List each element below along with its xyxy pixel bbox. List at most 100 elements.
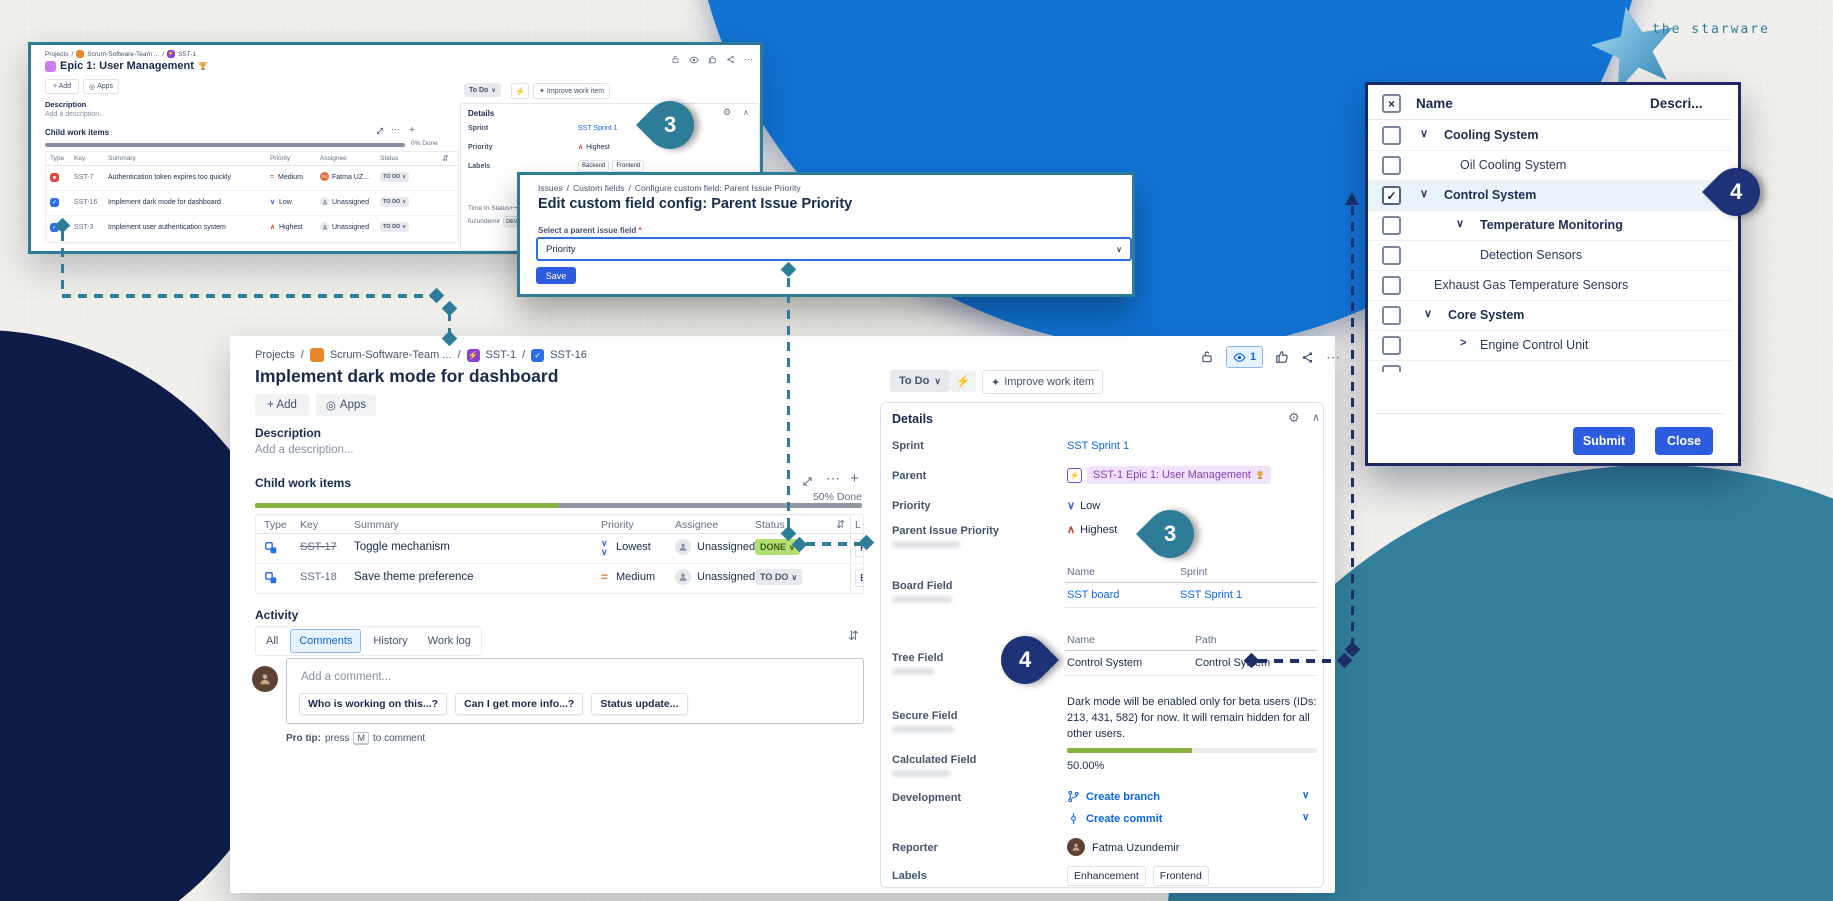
chevron-down-icon[interactable]: ∨: [1420, 128, 1429, 140]
tab-comments[interactable]: Comments: [290, 629, 362, 653]
lock-icon[interactable]: [1200, 350, 1214, 364]
row-checkbox[interactable]: [1382, 336, 1401, 355]
row-key[interactable]: SST-3: [74, 224, 94, 231]
status-lozenge[interactable]: TO DO∨: [380, 197, 409, 207]
share-icon[interactable]: [1301, 351, 1314, 364]
collapse-icon[interactable]: ∧: [1312, 412, 1321, 424]
sprint-value[interactable]: SST Sprint 1: [1067, 440, 1130, 452]
status-button[interactable]: To Do∨: [464, 83, 501, 97]
select-all-checkbox[interactable]: ×: [1382, 94, 1401, 113]
row-checkbox[interactable]: [1382, 365, 1401, 372]
tree-row-exhaust-gas[interactable]: Exhaust Gas Temperature Sensors: [1368, 270, 1732, 301]
breadcrumb-projects[interactable]: Projects: [255, 349, 295, 361]
chevron-down-icon[interactable]: ∨: [1424, 308, 1433, 320]
watch-icon[interactable]: [689, 55, 699, 65]
chevron-right-icon[interactable]: >: [1460, 337, 1467, 349]
tree-node-label[interactable]: Temperature Monitoring: [1480, 218, 1623, 232]
more-icon[interactable]: ⋯: [1326, 348, 1341, 365]
description-placeholder[interactable]: Add a description...: [45, 111, 105, 118]
sort-icon[interactable]: ⇵: [836, 519, 846, 531]
status-lozenge[interactable]: DONE∨: [755, 539, 800, 555]
tree-name-value[interactable]: Control System: [1067, 657, 1143, 669]
tab-worklog[interactable]: Work log: [427, 635, 471, 647]
label-chip[interactable]: Back: [855, 569, 863, 587]
collapse-icon[interactable]: ∧: [743, 108, 749, 117]
label-chip[interactable]: Frontend: [612, 160, 645, 172]
close-button[interactable]: Close: [1655, 427, 1713, 455]
table-row[interactable]: SST-18 Save theme preference = Medium Un…: [256, 563, 863, 593]
save-button[interactable]: Save: [536, 267, 576, 284]
board-sprint-value[interactable]: SST Sprint 1: [1180, 589, 1243, 601]
row-summary[interactable]: Save theme preference: [354, 571, 474, 583]
label-chip[interactable]: Frontend: [1152, 866, 1209, 886]
row-checkbox[interactable]: [1382, 306, 1401, 325]
create-branch-link[interactable]: Create branch: [1086, 790, 1160, 803]
comment-placeholder[interactable]: Add a comment...: [301, 671, 392, 683]
row-checkbox[interactable]: [1382, 156, 1401, 175]
breadcrumb-project[interactable]: Scrum-Software-Team ...: [87, 50, 160, 58]
row-summary[interactable]: Implement user authentication system: [108, 224, 226, 231]
breadcrumb-projects[interactable]: Projects: [45, 50, 69, 58]
automation-button[interactable]: ⚡: [511, 83, 529, 99]
chevron-down-icon[interactable]: ∨: [1456, 218, 1465, 230]
tree-row-core-system[interactable]: ∨ Core System: [1368, 300, 1732, 331]
apps-button[interactable]: ◎Apps: [316, 394, 376, 416]
expand-icon[interactable]: [376, 127, 384, 135]
row-key[interactable]: SST-16: [74, 199, 98, 206]
chevron-down-icon[interactable]: ∨: [1302, 790, 1310, 801]
tree-row-engine-control-unit[interactable]: > Engine Control Unit: [1368, 330, 1732, 361]
add-child-icon[interactable]: +: [850, 470, 859, 487]
tree-row-cooling-system[interactable]: ∨ Cooling System: [1368, 120, 1732, 151]
status-button[interactable]: To Do∨: [890, 370, 950, 392]
submit-button[interactable]: Submit: [1573, 427, 1635, 455]
tree-node-label[interactable]: Cooling System: [1444, 128, 1539, 142]
gear-icon[interactable]: ⚙: [723, 107, 732, 117]
chevron-down-icon[interactable]: ∨: [1302, 812, 1310, 823]
breadcrumb-epic[interactable]: SST-1: [485, 349, 517, 361]
status-lozenge[interactable]: TO DO∨: [755, 569, 803, 585]
like-icon[interactable]: [708, 55, 717, 64]
gear-icon[interactable]: ⚙: [1288, 410, 1300, 425]
row-summary[interactable]: Authentication token expires too quickly: [108, 174, 231, 181]
label-chip[interactable]: Enhancement: [1067, 866, 1146, 886]
expand-icon[interactable]: [802, 476, 813, 487]
apps-button[interactable]: ◎Apps: [83, 79, 119, 94]
watchers-button[interactable]: 1: [1226, 346, 1264, 368]
row-summary[interactable]: Implement dark mode for dashboard: [108, 199, 221, 206]
description-placeholder[interactable]: Add a description...: [255, 444, 354, 456]
tree-node-label[interactable]: Control System: [1444, 188, 1537, 202]
modal-breadcrumb-custom-fields[interactable]: Custom fields: [572, 183, 625, 193]
tree-node-label[interactable]: Detection Sensors: [1480, 248, 1583, 262]
create-commit-link[interactable]: Create commit: [1086, 812, 1163, 825]
parent-field-select[interactable]: Priority ∨: [536, 237, 1132, 261]
label-chip[interactable]: Front: [855, 539, 863, 557]
tree-node-label[interactable]: Exhaust Gas Temperature Sensors: [1434, 278, 1629, 292]
quick-reply-chip[interactable]: Can I get more info...?: [455, 693, 584, 715]
breadcrumb-item[interactable]: SST-1: [178, 50, 197, 58]
more-icon[interactable]: ⋯: [391, 124, 400, 134]
automation-button[interactable]: ⚡: [950, 370, 976, 392]
tree-node-label[interactable]: Oil Cooling System: [1460, 158, 1567, 172]
sprint-value[interactable]: SST Sprint 1: [578, 125, 618, 132]
table-row[interactable]: ✓ SST-3 Implement user authentication sy…: [46, 215, 458, 240]
more-icon[interactable]: ⋯: [826, 470, 840, 486]
row-summary[interactable]: Toggle mechanism: [354, 541, 450, 553]
add-child-icon[interactable]: +: [409, 125, 415, 136]
share-icon[interactable]: [726, 55, 735, 64]
sort-icon[interactable]: ⇵: [442, 154, 449, 163]
modal-breadcrumb-issues[interactable]: Issues: [538, 183, 563, 193]
row-key[interactable]: SST-7: [74, 174, 94, 181]
status-lozenge[interactable]: TO DO∨: [380, 222, 409, 232]
quick-reply-chip[interactable]: Who is working on this...?: [299, 693, 448, 715]
tree-row-temperature-monitoring[interactable]: ∨ Temperature Monitoring: [1368, 210, 1732, 241]
row-checkbox[interactable]: [1382, 276, 1401, 295]
tab-all[interactable]: All: [266, 635, 279, 647]
status-lozenge[interactable]: TO DO∨: [380, 172, 409, 182]
tab-history[interactable]: History: [373, 635, 408, 647]
table-row[interactable]: SST-7 Authentication token expires too q…: [46, 165, 458, 191]
add-button[interactable]: + Add: [255, 394, 309, 416]
label-chip[interactable]: Backend: [578, 160, 610, 172]
row-checkbox[interactable]: [1382, 126, 1401, 145]
row-checkbox-checked[interactable]: ✓: [1382, 186, 1401, 205]
row-key[interactable]: SST-18: [300, 571, 337, 583]
